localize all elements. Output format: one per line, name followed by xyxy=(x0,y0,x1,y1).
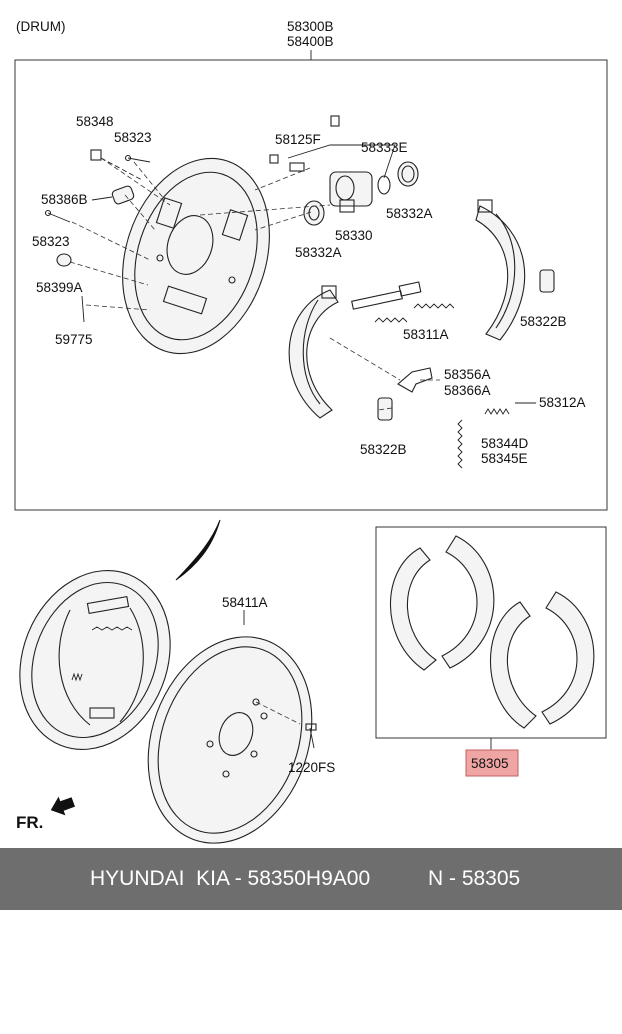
label-58322B-low: 58322B xyxy=(360,442,407,457)
label-58330: 58330 xyxy=(335,228,373,243)
assembly-arrow xyxy=(175,519,221,581)
leader-58386B xyxy=(91,196,113,201)
cylinder-boot-left xyxy=(303,200,325,226)
label-58356A: 58356A xyxy=(444,367,491,382)
label-1220FS: 1220FS xyxy=(288,760,335,775)
label-58312A: 58312A xyxy=(539,395,586,410)
footer-bar: HYUNDAI KIA - 58350H9A00 N - 58305 xyxy=(0,848,622,910)
label-58323-top: 58323 xyxy=(114,130,152,145)
spring-58344D xyxy=(457,419,463,469)
parts-diagram: (DRUM) 58300B 58400B xyxy=(14,19,608,844)
variant-label: (DRUM) xyxy=(16,19,66,34)
wheel-cylinder xyxy=(329,171,373,213)
label-58345E: 58345E xyxy=(481,451,528,466)
assembly-code-2: 58400B xyxy=(287,34,334,49)
label-58332A-right: 58332A xyxy=(386,206,433,221)
label-58386B: 58386B xyxy=(41,192,88,207)
front-arrow-icon xyxy=(50,796,75,816)
label-59775: 59775 xyxy=(55,332,93,347)
leader-lines xyxy=(69,157,331,311)
pin-58323-top xyxy=(124,154,151,163)
lever-58356A xyxy=(397,367,433,393)
spring-58312A xyxy=(484,408,510,415)
assembly-code-1: 58300B xyxy=(287,19,334,34)
label-58411A: 58411A xyxy=(222,595,268,610)
brake-drum xyxy=(147,636,313,844)
label-58399A: 58399A xyxy=(36,280,83,295)
bleeder-screw xyxy=(269,115,396,179)
upper-frame xyxy=(14,59,608,511)
label-58125F: 58125F xyxy=(275,132,321,147)
highlight-box-58305 xyxy=(465,749,519,777)
lower-leader-lines xyxy=(329,337,440,411)
clip-58322B-low xyxy=(377,397,393,421)
nut-58399A xyxy=(56,253,72,267)
shoe-kit xyxy=(390,535,595,729)
pin-59775 xyxy=(81,295,85,323)
pin-58323-mid xyxy=(44,209,71,223)
assembled-brake xyxy=(19,569,171,751)
label-58323-mid: 58323 xyxy=(32,234,70,249)
brake-shoe-left xyxy=(288,285,339,419)
label-58311A: 58311A xyxy=(403,327,449,342)
adjuster-58311A xyxy=(351,281,455,323)
label-58332A-low: 58332A xyxy=(295,245,342,260)
footer-code: N - 58305 xyxy=(428,867,521,890)
label-58322B-right: 58322B xyxy=(520,314,567,329)
plug-58386B xyxy=(111,185,135,205)
label-58348: 58348 xyxy=(76,114,114,129)
cylinder-boot-right xyxy=(377,161,419,195)
footer-brand: HYUNDAI KIA - 58350H9A00 xyxy=(90,867,371,890)
bolt-58348 xyxy=(90,149,143,181)
direction-label: FR. xyxy=(16,813,43,832)
backing-plate xyxy=(122,157,270,355)
screw-1220FS xyxy=(255,701,317,749)
label-58305: 58305 xyxy=(471,756,509,771)
label-58366A: 58366A xyxy=(444,383,491,398)
clip-58322B-right xyxy=(539,269,555,293)
label-58344D: 58344D xyxy=(481,436,529,451)
brake-shoe-right xyxy=(475,199,526,341)
label-58333E: 58333E xyxy=(361,140,408,155)
